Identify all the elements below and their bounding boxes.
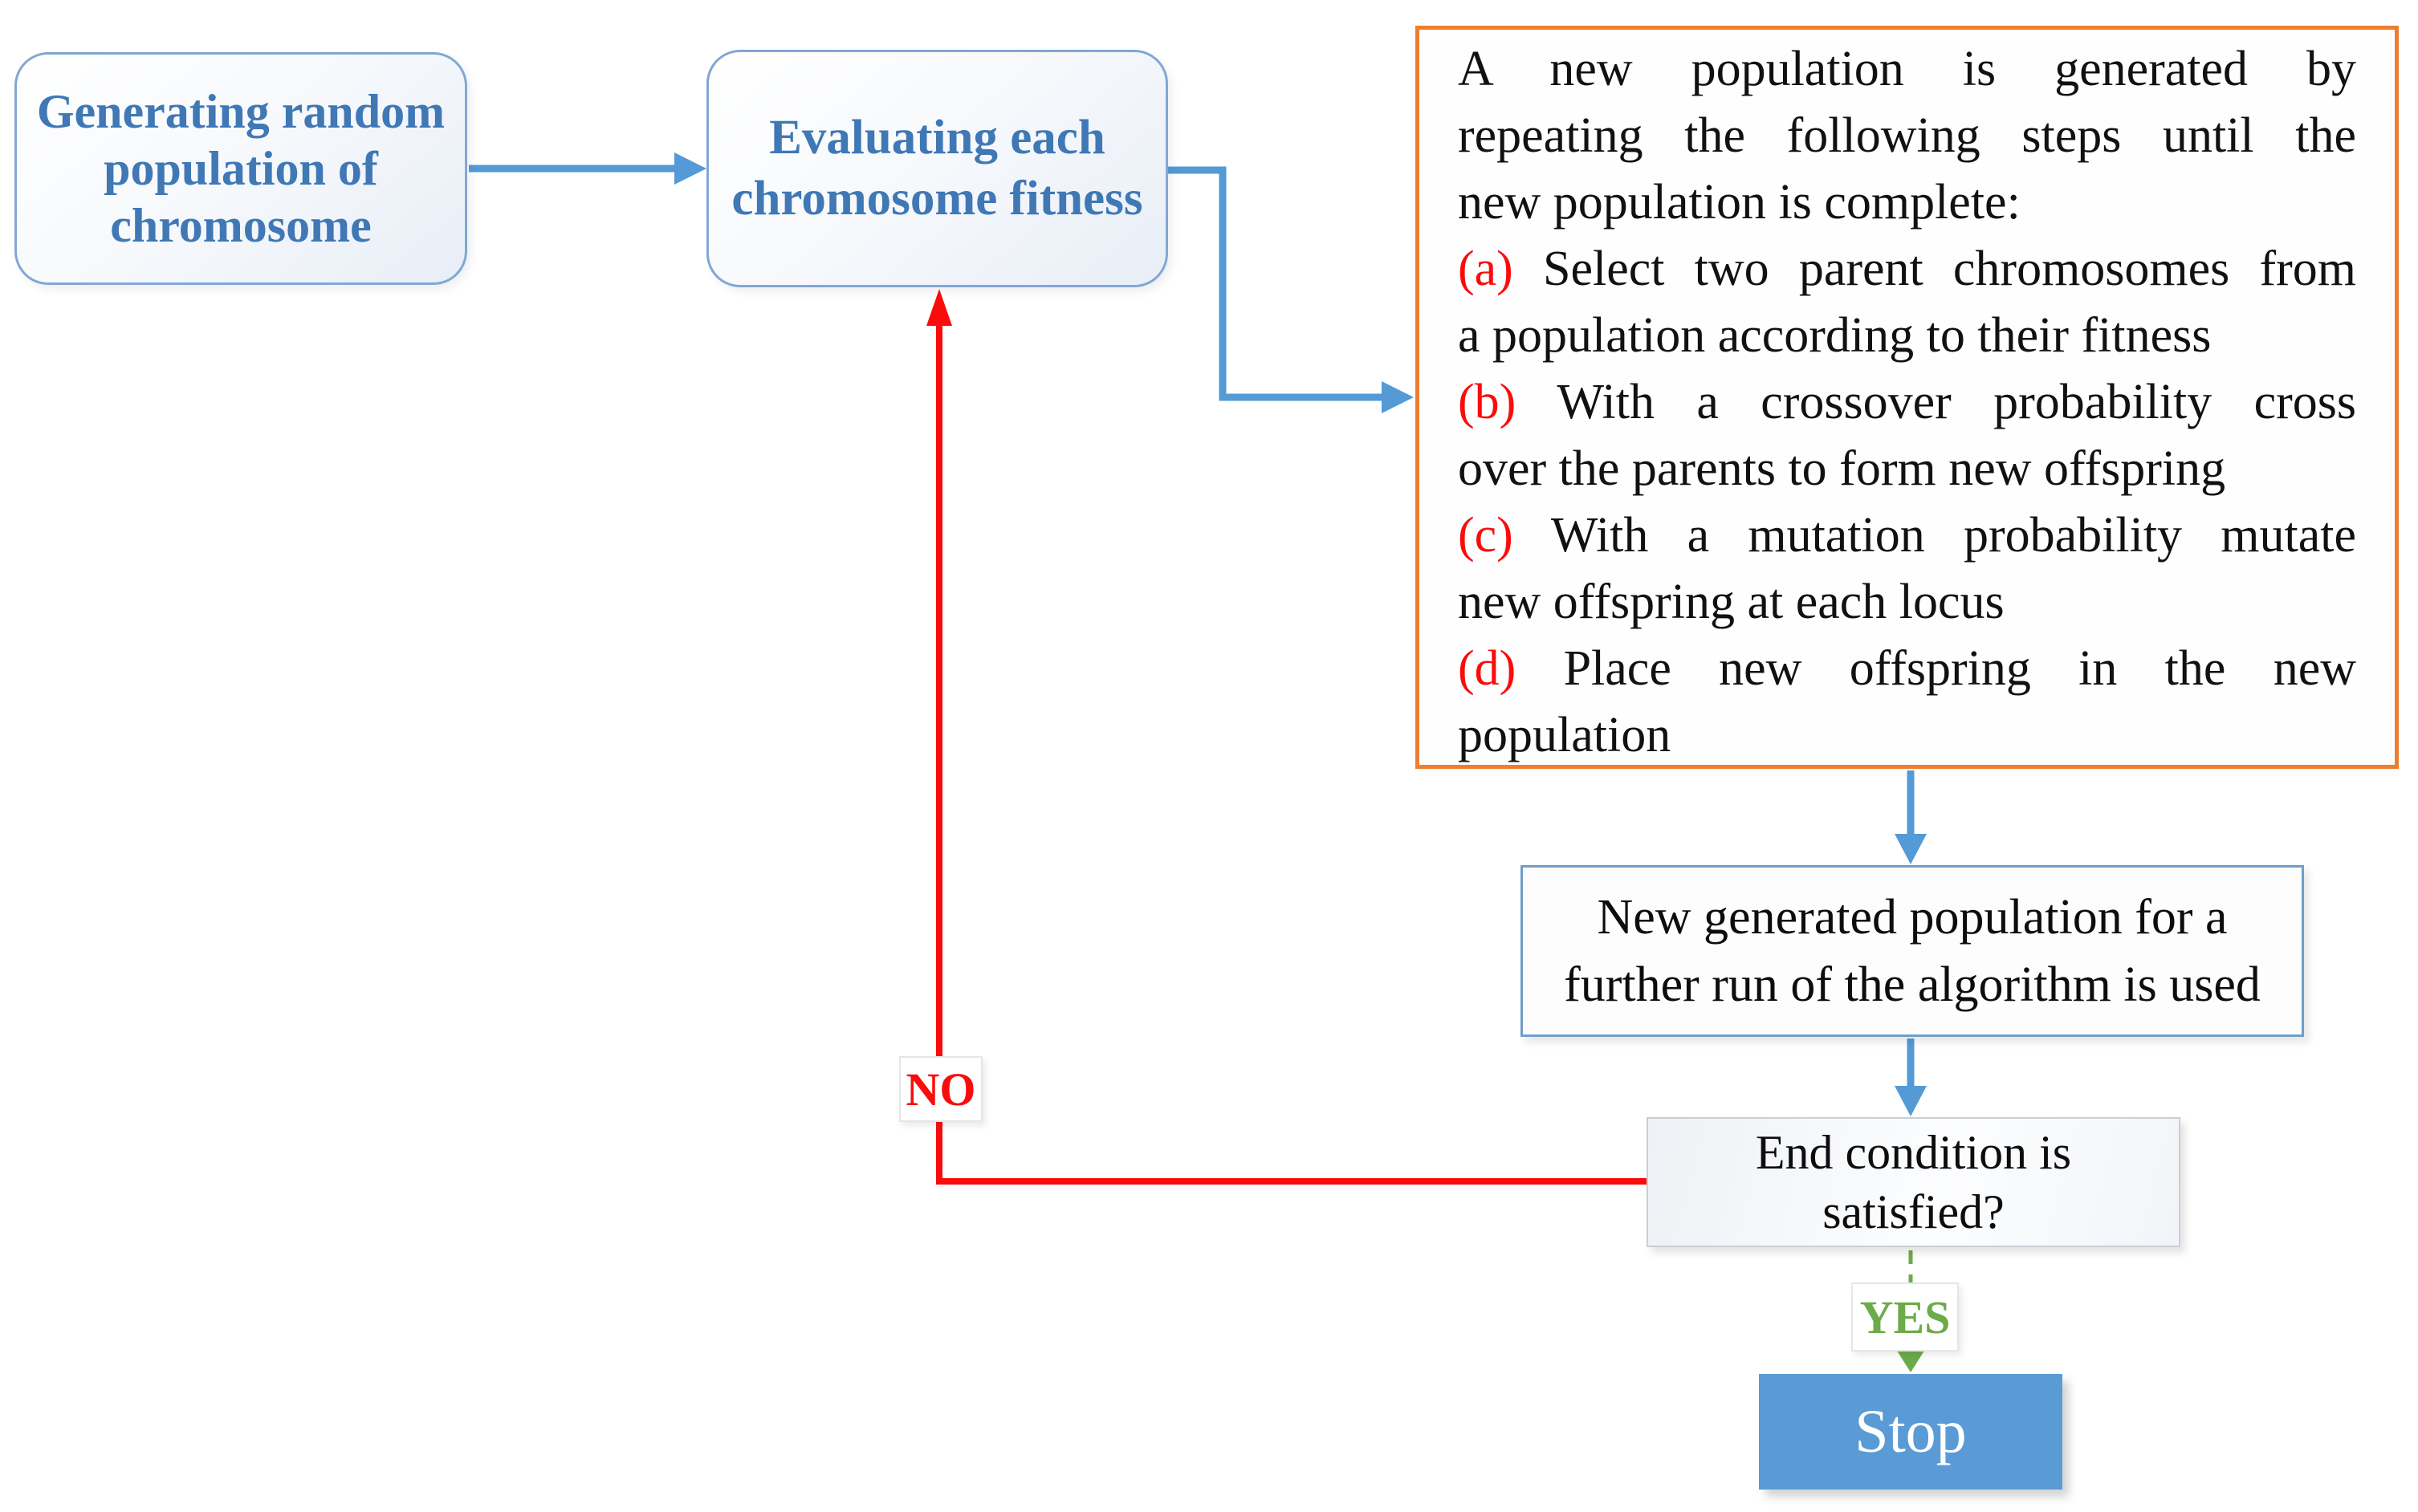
node-end-line: satisfied? [1822,1185,2005,1238]
arrow-end-to-evaluate-no [926,289,1648,1185]
steps-line: repeating the following steps until the [1458,108,2356,163]
steps-line: A new population is generated by [1458,42,2356,96]
edge-label-yes: YES [1851,1282,1959,1351]
arrow-generate-to-evaluate [469,152,706,185]
arrow-steps-to-newgen [1895,770,1927,864]
node-evaluate-fitness: Evaluating each chromosome fitness [706,50,1168,287]
node-new-population: New generated population for a further r… [1520,865,2304,1037]
node-generate-line: chromosome [110,198,372,252]
steps-line: (c) With a mutation probability mutate [1458,508,2356,563]
node-stop: Stop [1759,1374,2062,1490]
connector-evaluate-to-steps [1166,166,1414,413]
steps-line: (a) Select two parent chromosomes from [1458,242,2356,296]
node-generate-line: population of [104,141,378,195]
steps-line: (d) Place new offspring in the new [1458,641,2356,696]
steps-line: new offspring at each locus [1458,575,2005,629]
steps-line: (b) With a crossover probability cross [1458,375,2356,429]
node-newgen-line: further run of the algorithm is used [1564,957,2261,1012]
node-generate-line: Generating random [36,84,446,138]
node-generation-steps: A new population is generated by repeati… [1415,26,2399,769]
node-evaluate-line: Evaluating each [769,111,1105,165]
arrow-newgen-to-end [1895,1038,1927,1116]
edge-label-no: NO [899,1056,983,1122]
node-end-condition: End condition is satisfied? [1647,1117,2180,1247]
node-evaluate-line: chromosome fitness [731,172,1143,226]
steps-line: population [1458,708,1671,762]
node-end-line: End condition is [1755,1126,2072,1179]
steps-line: new population is complete: [1458,175,2021,230]
node-newgen-line: New generated population for a [1597,890,2228,945]
steps-line: over the parents to form new offspring [1458,441,2226,496]
stop-label: Stop [1854,1398,1967,1465]
node-generate-population: Generating random population of chromoso… [14,52,467,285]
steps-line: a population according to their fitness [1458,308,2212,363]
